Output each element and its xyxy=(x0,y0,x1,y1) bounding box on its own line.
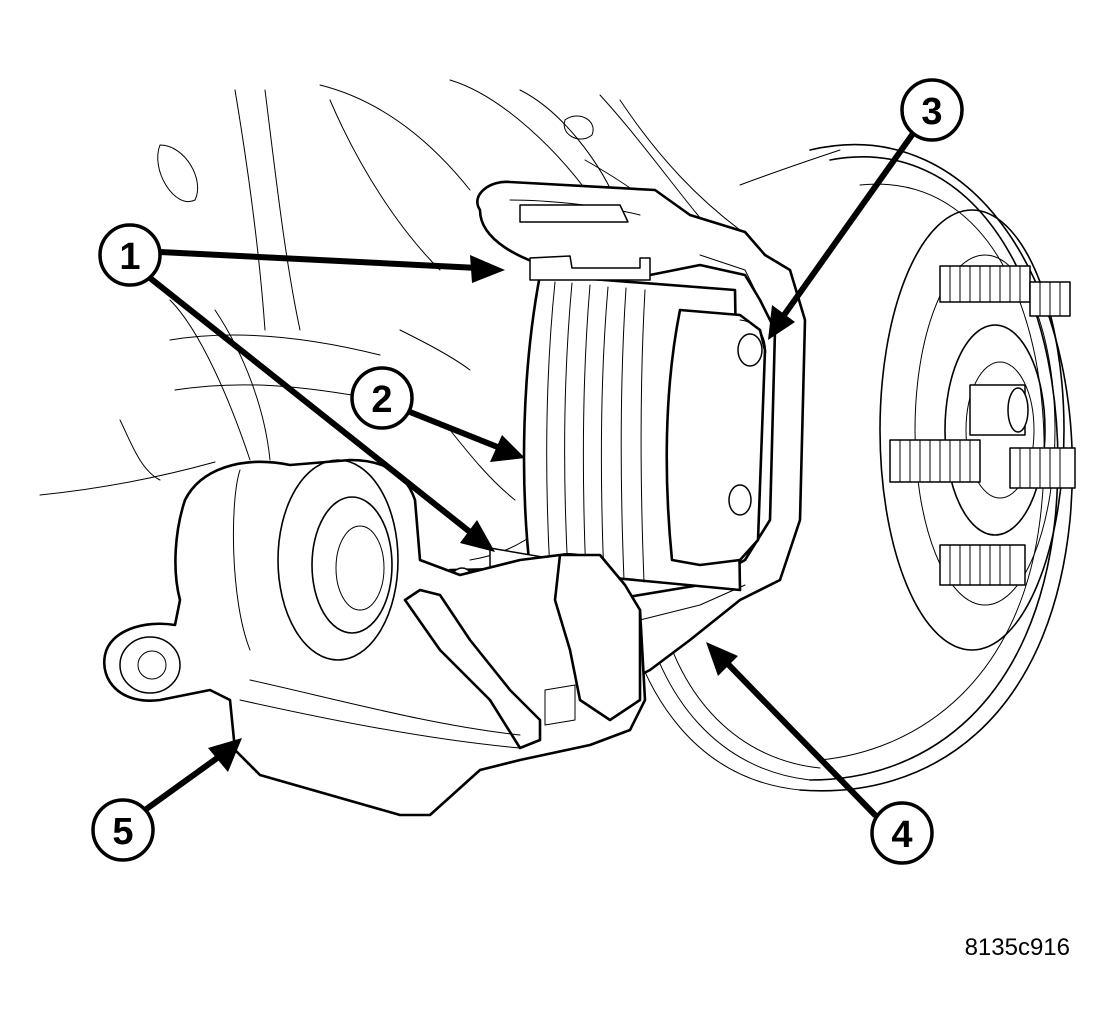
leader-3 xyxy=(779,132,915,321)
arrowhead-1-upper xyxy=(470,255,505,283)
callout-3: 3 xyxy=(900,78,964,142)
callout-1: 1 xyxy=(98,223,162,287)
arrowhead-1-lower xyxy=(460,520,495,552)
leader-5 xyxy=(142,753,223,813)
leader-2 xyxy=(402,407,503,451)
callout-5-label: 5 xyxy=(112,811,133,853)
figure-id: 8135c916 xyxy=(965,934,1070,961)
brake-caliper xyxy=(102,458,647,817)
arrowhead-3 xyxy=(768,305,795,340)
arrowhead-5 xyxy=(208,738,242,772)
callout-1-label: 1 xyxy=(119,236,140,278)
inboard-brake-pad xyxy=(665,308,767,567)
leader-4 xyxy=(721,657,878,818)
callout-4: 4 xyxy=(870,801,934,865)
wheel-studs xyxy=(889,265,1076,586)
callout-4-label: 4 xyxy=(891,814,912,856)
callout-2: 2 xyxy=(350,366,414,430)
callout-3-label: 3 xyxy=(921,91,942,133)
arrowhead-4 xyxy=(706,642,738,676)
anti-rattle-clip-upper xyxy=(529,255,651,281)
arrowhead-2 xyxy=(490,435,525,462)
leader-lines xyxy=(142,132,915,818)
steering-knuckle-background xyxy=(39,79,671,561)
leader-1-upper xyxy=(157,249,481,271)
callout-2-label: 2 xyxy=(371,379,392,421)
callout-5: 5 xyxy=(91,798,155,862)
wheel-hub xyxy=(879,209,1065,651)
leader-1-lower xyxy=(147,275,473,535)
